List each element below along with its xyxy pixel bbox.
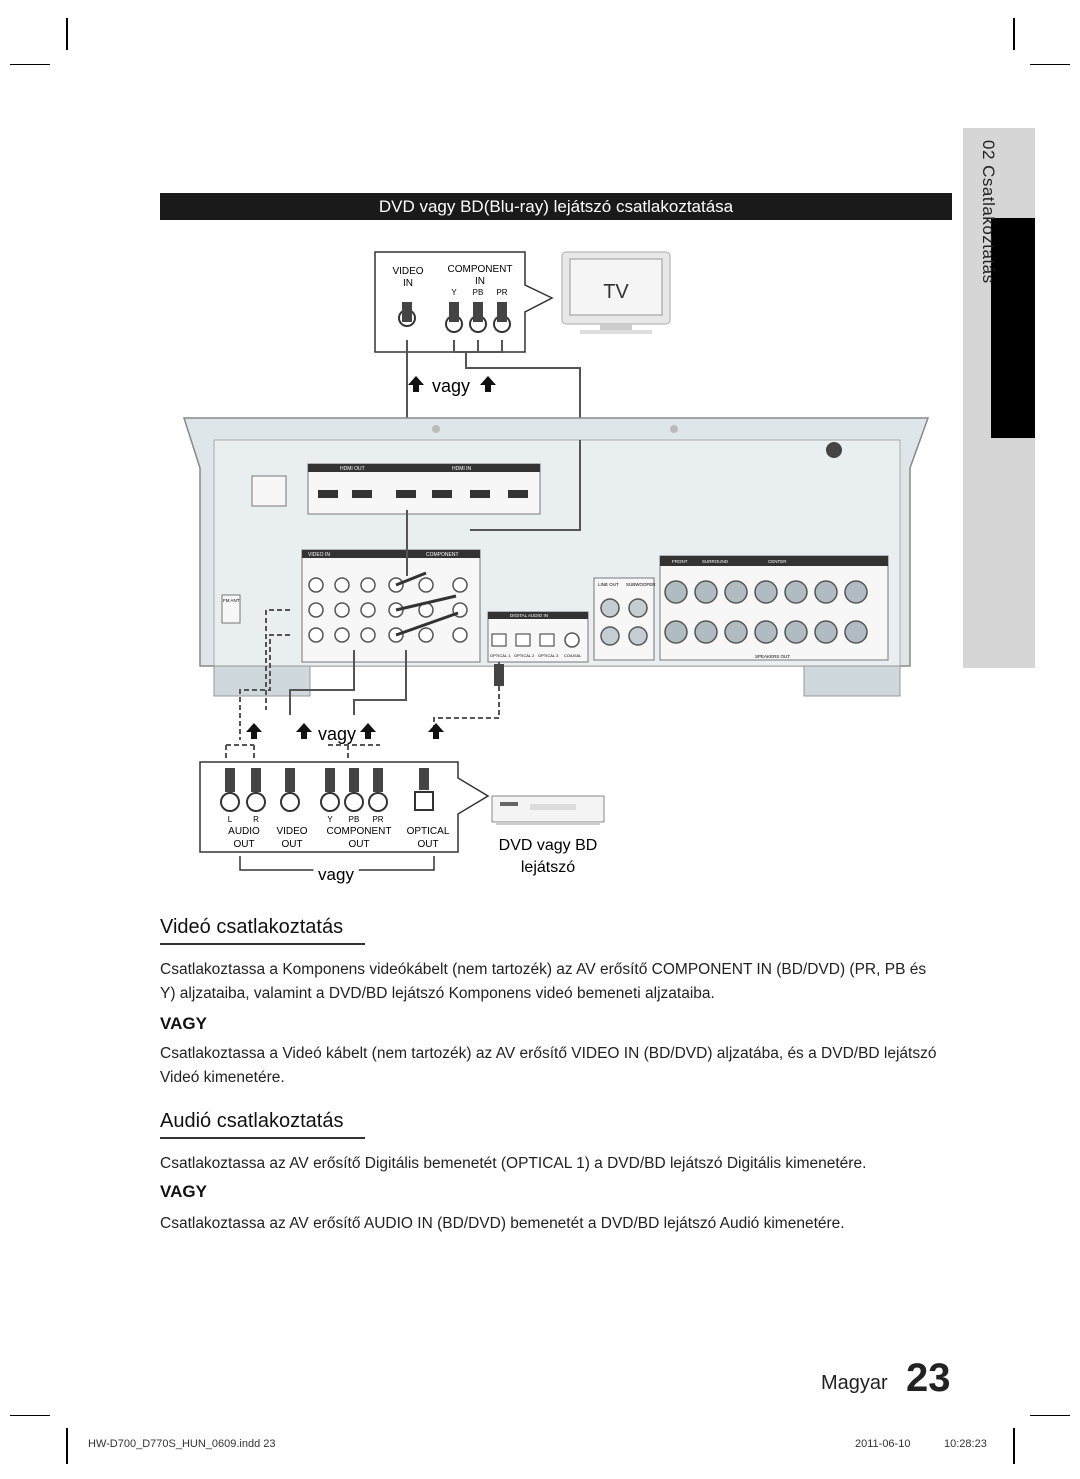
tv-jack-y: Y <box>451 288 457 297</box>
player-label-1: DVD vagy BD <box>499 837 598 854</box>
chapter-tab <box>963 128 1035 668</box>
vagy-bottom: vagy <box>318 865 354 884</box>
audio-paragraph-1: Csatlakoztassa az AV erősítő Digitális b… <box>160 1155 867 1172</box>
hdmi-in-label: HDMI IN <box>452 466 472 472</box>
video-out-sub: OUT <box>281 839 302 850</box>
optical-out-sub: OUT <box>417 839 438 850</box>
digital-audio-in-label: DIGITAL AUDIO IN <box>510 613 548 618</box>
component-label: COMPONENT <box>426 552 459 558</box>
section-title-video-text: Videó csatlakoztatás <box>160 916 344 938</box>
vagy-top-group: vagy <box>408 376 496 396</box>
crop-mark <box>10 64 50 65</box>
crop-mark <box>1013 1428 1015 1464</box>
footer-file: HW-D700_D770S_HUN_0609.indd 23 <box>88 1438 276 1450</box>
tv-illustration: TV <box>561 251 671 334</box>
section-banner: DVD vagy BD(Blu-ray) lejátszó csatlakozt… <box>160 193 952 220</box>
tv-component-in-label: IN <box>475 276 485 287</box>
audio-vagy-heading: VAGY <box>160 1182 207 1201</box>
cable-plug <box>449 302 459 322</box>
page-number: 23 <box>906 1356 951 1400</box>
crop-mark <box>66 18 68 50</box>
footer-date: 2011-06-10 <box>855 1438 911 1450</box>
optical-1-label: OPTICAL 1 <box>490 653 511 658</box>
tv-jack-pr: PR <box>496 288 507 297</box>
section-title-audio-text: Audió csatlakoztatás <box>160 1110 344 1132</box>
surround-label: SURROUND <box>702 559 729 564</box>
crop-mark <box>10 1415 50 1416</box>
section-title-video: Videó csatlakoztatás <box>160 916 365 945</box>
vagy-mid-group: vagy <box>246 723 444 744</box>
section-title-audio: Audió csatlakoztatás <box>160 1110 365 1139</box>
page-language: Magyar <box>821 1372 888 1394</box>
optical-3-label: OPTICAL 3 <box>538 653 559 658</box>
cable-plug <box>402 302 412 322</box>
vagy-mid: vagy <box>318 724 356 744</box>
video-paragraph-2: Csatlakoztassa a Videó kábelt (nem tarto… <box>160 1045 937 1086</box>
tv-input-panel: VIDEO IN COMPONENT IN Y PB PR <box>374 251 554 353</box>
front-label: FRONT <box>672 559 688 564</box>
vagy-top: vagy <box>432 376 470 396</box>
title-underline <box>160 1137 365 1139</box>
hdmi-out-label: HDMI OUT <box>340 466 365 472</box>
crop-mark <box>1030 64 1070 65</box>
player-jack-pb: PB <box>349 815 360 824</box>
tv-label: TV <box>603 281 629 303</box>
av-rear-panel: HDMI OUT HDMI IN FM ANT VIDEO IN COMPONE… <box>182 417 930 697</box>
player-output-panel: L R Y PB PR AUDIO OUT VIDEO OUT COMPONEN… <box>199 744 490 888</box>
crop-mark <box>1030 1415 1070 1416</box>
video-vagy-heading: VAGY <box>160 1014 207 1033</box>
cable-plug <box>473 302 483 322</box>
chapter-label: 02 Csatlakoztatás <box>979 140 998 284</box>
cable-plug <box>497 302 507 322</box>
connection-diagram: VIDEO IN COMPONENT IN Y PB PR TV vagy <box>182 251 930 888</box>
audio-out-name: AUDIO <box>228 826 260 837</box>
crop-mark <box>1013 18 1015 50</box>
tv-video-label: VIDEO <box>392 266 423 277</box>
video-in-label: VIDEO IN <box>308 552 330 558</box>
vagy-bottom-bg: vagy <box>318 865 354 884</box>
speakers-out-label: SPEAKERS OUT <box>755 654 790 659</box>
coaxial-label: COAXIAL <box>564 653 582 658</box>
center-label: CENTER <box>768 559 787 564</box>
footer-time: 10:28:23 <box>944 1438 987 1450</box>
tv-in-label: IN <box>403 278 413 289</box>
player-jack-r: R <box>253 815 259 824</box>
player-jack-pr: PR <box>372 815 383 824</box>
title-underline <box>160 943 365 945</box>
crop-mark <box>66 1428 68 1464</box>
player-label-2: lejátszó <box>521 859 575 876</box>
component-out-name: COMPONENT <box>327 826 392 837</box>
player-jack-l: L <box>228 815 233 824</box>
subwoofer-label: SUBWOOFER <box>626 582 656 587</box>
video-out-name: VIDEO <box>276 826 307 837</box>
optical-2-label: OPTICAL 2 <box>514 653 535 658</box>
dvd-player-illustration: DVD vagy BD lejátszó <box>491 795 605 876</box>
audio-out-sub: OUT <box>233 839 254 850</box>
line-out-label: LINE OUT <box>598 582 619 587</box>
tv-jack-pb: PB <box>473 288 484 297</box>
optical-out-name: OPTICAL <box>407 826 450 837</box>
fm-ant-label: FM ANT <box>223 598 240 603</box>
tv-component-label: COMPONENT <box>448 264 513 275</box>
component-out-sub: OUT <box>348 839 369 850</box>
player-jack-y: Y <box>327 815 333 824</box>
chapter-marker <box>991 218 1035 438</box>
audio-paragraph-2: Csatlakoztassa az AV erősítő AUDIO IN (B… <box>160 1215 845 1232</box>
video-paragraph-1: Csatlakoztassa a Komponens videókábelt (… <box>160 961 927 1002</box>
